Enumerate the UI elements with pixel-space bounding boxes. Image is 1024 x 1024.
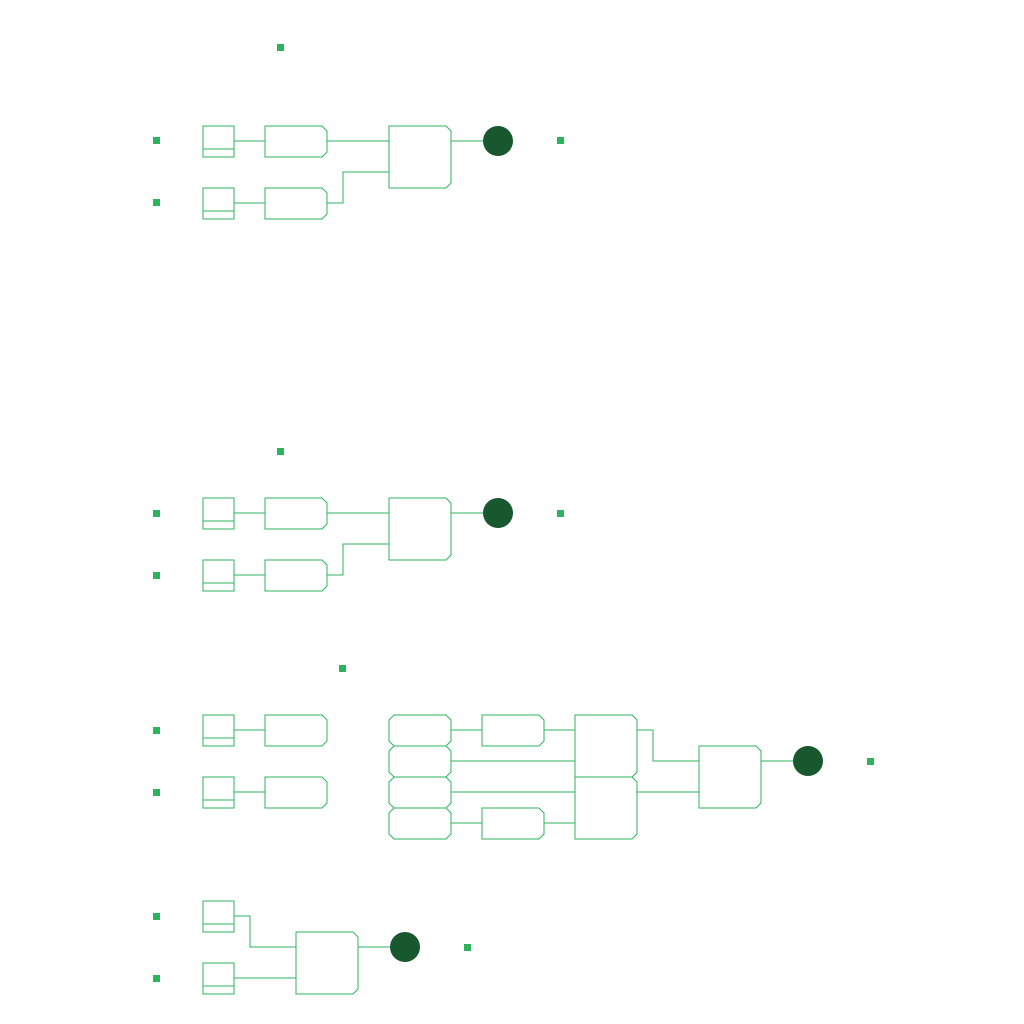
circuit-3 (153, 665, 874, 840)
and-gate[interactable] (574, 714, 638, 778)
input-marker (153, 199, 160, 206)
buffer-block[interactable] (264, 187, 328, 220)
input-marker (153, 727, 160, 734)
buffer-block[interactable] (264, 714, 328, 747)
and-gate[interactable] (574, 776, 638, 840)
buffer-block[interactable] (264, 559, 328, 592)
input-switch[interactable] (202, 776, 235, 809)
and-gate[interactable] (388, 497, 452, 561)
circuit-label-marker (277, 448, 284, 455)
output-marker (557, 510, 564, 517)
and-gate[interactable] (698, 745, 762, 809)
circuit-label-marker (339, 665, 346, 672)
output-terminal[interactable] (390, 932, 420, 962)
input-marker (153, 137, 160, 144)
input-switch[interactable] (202, 187, 235, 220)
buffer-block[interactable] (264, 776, 328, 809)
output-terminal[interactable] (483, 498, 513, 528)
input-switch[interactable] (202, 497, 235, 530)
and-gate[interactable] (295, 931, 359, 995)
input-switch[interactable] (202, 900, 235, 933)
circuit-label-marker (277, 44, 284, 51)
wire (637, 729, 699, 762)
input-marker (153, 510, 160, 517)
output-marker (867, 758, 874, 765)
buffer-block[interactable] (481, 714, 545, 747)
buffer-block[interactable] (481, 807, 545, 840)
input-switch[interactable] (202, 559, 235, 592)
circuit-1 (153, 44, 564, 220)
logic-block[interactable] (388, 776, 452, 809)
output-terminal[interactable] (483, 126, 513, 156)
output-terminal[interactable] (793, 746, 823, 776)
buffer-block[interactable] (264, 497, 328, 530)
wire (234, 915, 296, 948)
input-switch[interactable] (202, 962, 235, 995)
logic-block[interactable] (388, 714, 452, 747)
circuit-2 (153, 448, 564, 592)
output-marker (557, 137, 564, 144)
circuit-4 (153, 900, 471, 995)
input-marker (153, 572, 160, 579)
logic-block[interactable] (388, 807, 452, 840)
input-marker (153, 975, 160, 982)
input-switch[interactable] (202, 714, 235, 747)
input-marker (153, 789, 160, 796)
buffer-block[interactable] (264, 125, 328, 158)
logic-block[interactable] (388, 745, 452, 778)
and-gate[interactable] (388, 125, 452, 189)
wire (327, 171, 389, 204)
input-marker (153, 913, 160, 920)
output-marker (464, 944, 471, 951)
wire (327, 543, 389, 576)
input-switch[interactable] (202, 125, 235, 158)
